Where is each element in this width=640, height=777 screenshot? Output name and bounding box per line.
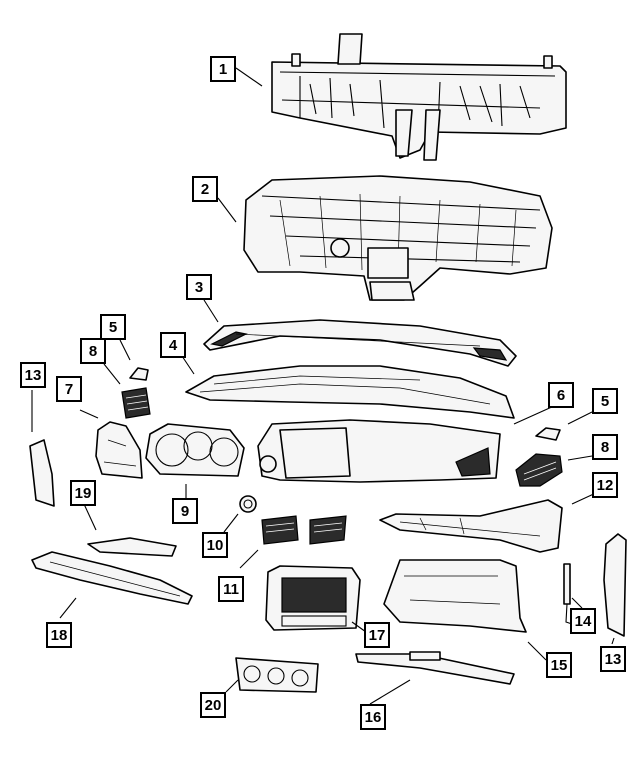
part-6-center-panel bbox=[257, 419, 501, 483]
callout-7: 7 bbox=[56, 376, 82, 402]
callout-2: 2 bbox=[192, 176, 218, 202]
part-20-control-bezel bbox=[235, 657, 319, 693]
callout-5-right: 5 bbox=[592, 388, 618, 414]
callout-5-left: 5 bbox=[100, 314, 126, 340]
callout-16: 16 bbox=[360, 704, 386, 730]
part-7-left-bezel bbox=[95, 421, 143, 479]
callout-18: 18 bbox=[46, 622, 72, 648]
callout-6: 6 bbox=[548, 382, 574, 408]
callout-17: 17 bbox=[364, 622, 390, 648]
part-19-bracket bbox=[87, 537, 177, 557]
callout-12: 12 bbox=[592, 472, 618, 498]
part-5-left-vent-bezel bbox=[129, 367, 149, 381]
part-13-right-end-cap bbox=[603, 533, 627, 637]
part-13-left-end-cap bbox=[29, 439, 55, 507]
part-17-center-bezel bbox=[265, 565, 361, 631]
part-4-upper-panel-cover bbox=[185, 365, 515, 419]
callout-10: 10 bbox=[202, 532, 228, 558]
part-18-lower-left-panel bbox=[31, 551, 193, 605]
callout-11: 11 bbox=[218, 576, 244, 602]
callout-4: 4 bbox=[160, 332, 186, 358]
part-5-right-vent-bezel bbox=[535, 427, 561, 441]
callout-9: 9 bbox=[172, 498, 198, 524]
part-11-center-air-outlets bbox=[261, 515, 347, 545]
callout-13-left: 13 bbox=[20, 362, 46, 388]
callout-15: 15 bbox=[546, 652, 572, 678]
callout-1: 1 bbox=[210, 56, 236, 82]
part-8-left-air-outlet bbox=[121, 387, 151, 419]
part-10-knob bbox=[239, 495, 257, 513]
part-8-right-air-outlet bbox=[515, 453, 563, 487]
callout-8-left: 8 bbox=[80, 338, 106, 364]
part-2-panel-carrier bbox=[243, 175, 553, 301]
part-15-glove-box bbox=[383, 559, 527, 633]
callout-8-right: 8 bbox=[592, 434, 618, 460]
callout-19: 19 bbox=[70, 480, 96, 506]
part-12-right-lower-panel bbox=[379, 499, 563, 553]
callout-13-right: 13 bbox=[600, 646, 626, 672]
part-1-cross-car-beam bbox=[271, 33, 567, 161]
callout-3: 3 bbox=[186, 274, 212, 300]
callout-14: 14 bbox=[570, 608, 596, 634]
part-16-door-trim bbox=[355, 651, 515, 685]
part-9-cluster-bezel bbox=[145, 423, 245, 477]
callout-20: 20 bbox=[200, 692, 226, 718]
part-3-defroster-panel bbox=[203, 319, 517, 367]
